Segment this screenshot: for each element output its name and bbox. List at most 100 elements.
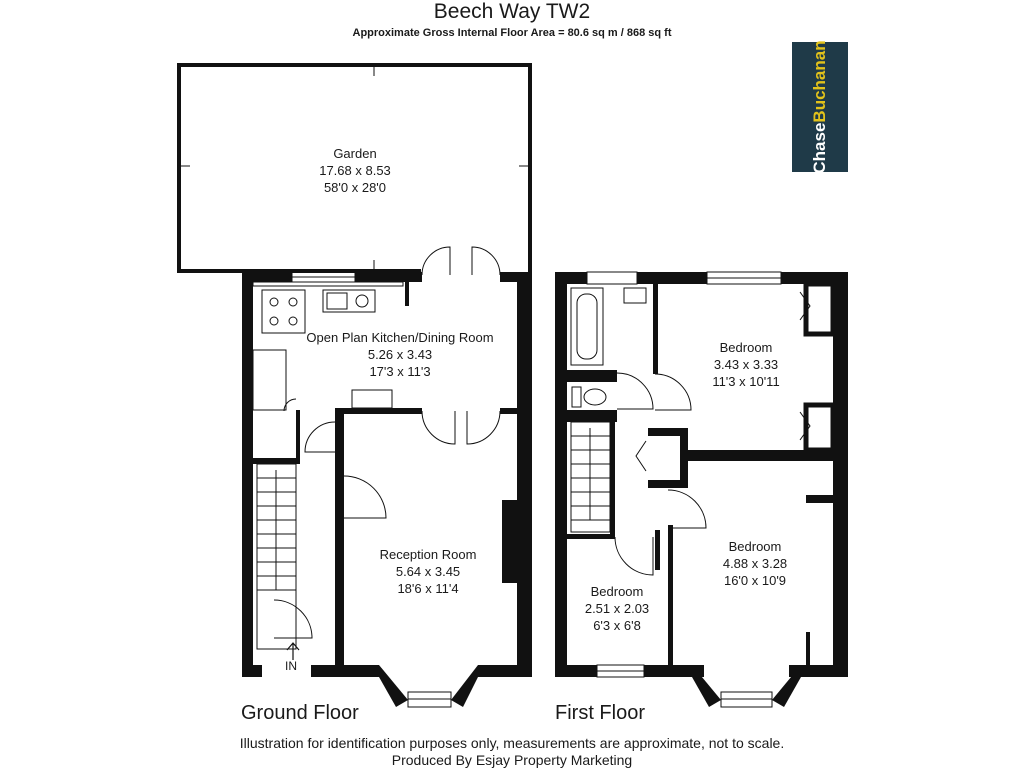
gf-right-wall (517, 272, 532, 677)
ground-floor-label: Ground Floor (241, 702, 359, 724)
room-metric: 5.26 x 3.43 (367, 347, 433, 362)
fittings (181, 67, 811, 708)
disclaimer-text: Illustration for identification purposes… (239, 735, 785, 751)
room-imperial: 16'0 x 10'9 (723, 573, 787, 588)
ff-small-bed-jamb (655, 530, 660, 570)
toilet (583, 388, 607, 406)
entrance-label: IN (285, 659, 297, 673)
gf-door-jamb (405, 282, 409, 306)
room-imperial: 58'0 x 28'0 (323, 180, 387, 195)
basin (623, 287, 647, 304)
cupboard-door (283, 398, 297, 412)
garden-boundary-bottom (177, 269, 421, 273)
room-metric: 5.64 x 3.45 (395, 564, 461, 579)
ff-rear-wall-mid (637, 272, 707, 284)
garden-boundary-top (177, 63, 532, 67)
ff-landing-wall (567, 534, 615, 539)
ff-left-wall (555, 272, 567, 677)
kitchen-side-units (252, 349, 287, 411)
room-bedroom-front: Bedroom 4.88 x 3.28 16'0 x 10'9 (723, 538, 787, 589)
ff-bath-partition (653, 284, 658, 374)
kitchen-reception-door-left (421, 410, 456, 445)
entrance-arrow (286, 642, 300, 660)
gf-rear-wall-right (500, 272, 532, 282)
ff-cupboard-top (648, 428, 688, 436)
kitchen-sink (322, 289, 376, 313)
room-imperial: 6'3 x 6'8 (593, 618, 641, 633)
room-reception: Reception Room 5.64 x 3.45 18'6 x 11'4 (380, 546, 477, 597)
agency-logo: ChaseBuchanan (792, 40, 848, 174)
walls (177, 63, 848, 707)
gf-bay-wall-right (478, 665, 532, 677)
room-imperial: 17'3 x 11'3 (369, 364, 431, 379)
kitchen-island (351, 389, 393, 409)
ff-rear-wall-right (781, 272, 848, 284)
room-name: Bedroom (719, 340, 773, 355)
hall-door (304, 421, 336, 453)
first-floor-label: First Floor (555, 702, 645, 724)
ff-small-bed-wall (668, 525, 673, 665)
garden-door-right (471, 246, 501, 276)
ff-front-wall-right (789, 665, 848, 677)
gf-kitchen-partition-right (500, 408, 520, 414)
producer-credit: Produced By Esjay Property Marketing (391, 752, 633, 768)
garden-boundary-left (177, 63, 181, 273)
kitchen-reception-door-right (466, 410, 501, 445)
cupboard-door-ff (635, 440, 647, 472)
room-bedroom-small: Bedroom 2.51 x 2.03 6'3 x 6'8 (585, 583, 649, 634)
gf-stairs (256, 463, 297, 650)
front-bedroom-door (667, 489, 707, 529)
gf-front-wall-right (311, 665, 331, 677)
room-name: Bedroom (728, 539, 782, 554)
ff-bath-window (586, 271, 638, 285)
plan-title: Beech Way TW2 (433, 0, 591, 23)
gf-rear-wall-left (242, 272, 292, 282)
ff-bedroom-divider (686, 450, 833, 461)
gf-hall-wall (335, 410, 344, 675)
garden-door-left (421, 246, 451, 276)
room-metric: 17.68 x 8.53 (319, 163, 391, 178)
room-imperial: 11'3 x 10'11 (712, 374, 780, 389)
wardrobe-door-2 (799, 411, 811, 441)
ff-bay-right (772, 665, 801, 707)
bathtub (570, 287, 604, 366)
wardrobe-door-1 (799, 291, 811, 321)
room-name: Garden (333, 146, 377, 161)
gf-rear-wall-mid (355, 272, 422, 282)
ff-front-wall-left (555, 665, 597, 677)
kitchen-worktop (252, 281, 404, 287)
ff-cupboard-side (680, 428, 688, 488)
ff-bay-left (692, 665, 721, 707)
room-name: Open Plan Kitchen/Dining Room (306, 330, 494, 345)
ff-front-wall-mid (644, 665, 704, 677)
ff-stairs (570, 421, 611, 533)
ff-wardrobe-3-side (806, 632, 810, 665)
ff-cupboard-bottom (648, 480, 688, 488)
gf-bay-left (379, 665, 408, 707)
room-kitchen-dining: Open Plan Kitchen/Dining Room 5.26 x 3.4… (306, 329, 493, 380)
bathroom-door (616, 372, 654, 410)
room-garden: Garden 17.68 x 8.53 58'0 x 28'0 (319, 145, 391, 196)
small-bedroom-door (614, 536, 654, 576)
gf-stair-wall-vertical (296, 410, 300, 464)
hob (261, 289, 306, 334)
rear-bedroom-door (654, 373, 692, 411)
reception-door (343, 475, 387, 519)
gf-left-wall (242, 272, 253, 677)
room-name: Bedroom (590, 584, 644, 599)
room-bedroom-rear: Bedroom 3.43 x 3.33 11'3 x 10'11 (712, 339, 779, 390)
gf-bay-right (451, 665, 478, 707)
ff-bath-wall (567, 370, 617, 382)
ff-wardrobe-2 (803, 402, 836, 453)
gf-stair-wall (253, 458, 300, 464)
gf-kitchen-partition (335, 408, 422, 414)
ff-wardrobe-1 (803, 281, 836, 337)
ff-stair-side-wall (610, 410, 615, 538)
garden-boundary-right (528, 63, 532, 273)
room-metric: 4.88 x 3.28 (722, 556, 788, 571)
ff-right-wall (833, 272, 848, 677)
ff-wardrobe-3-top (806, 495, 833, 503)
room-metric: 3.43 x 3.33 (713, 357, 779, 372)
gf-chimney-breast (502, 500, 517, 583)
